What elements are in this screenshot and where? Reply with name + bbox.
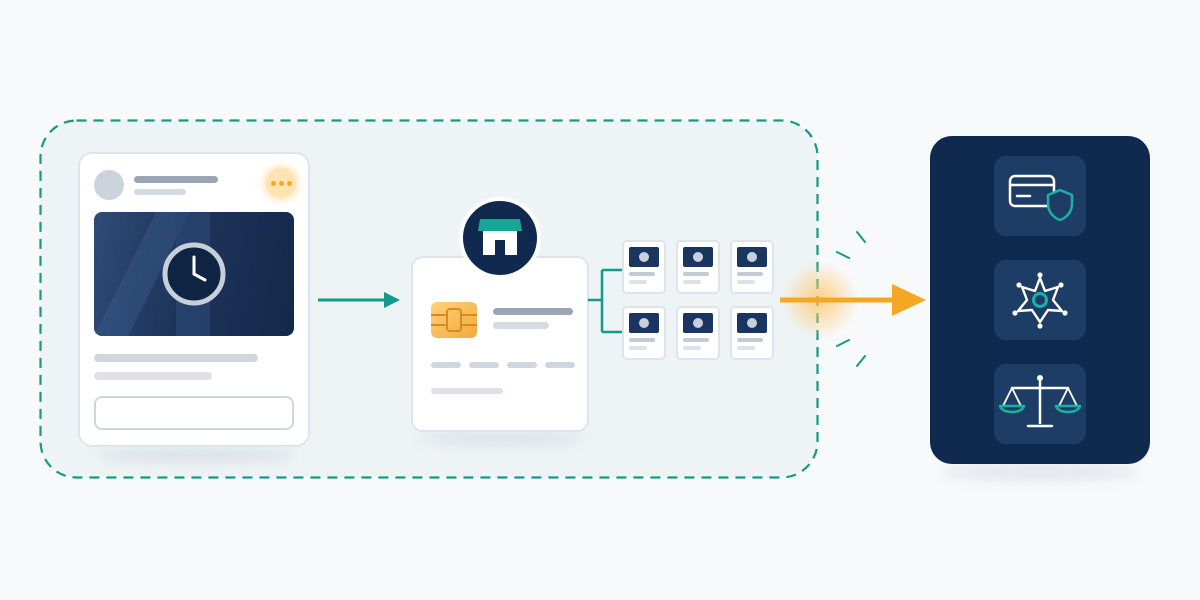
- glow-rays: [836, 231, 866, 367]
- teal-arrow: [318, 292, 400, 308]
- merchant-badge: [459, 197, 541, 279]
- social-post-card: [78, 152, 310, 447]
- mini-listing-card: [730, 240, 774, 294]
- mini-listing-card: [622, 306, 666, 360]
- card-chip-icon: [431, 302, 477, 338]
- ellipsis-icon[interactable]: [266, 168, 296, 198]
- merchant-name-line: [493, 308, 573, 315]
- post-media: [94, 212, 294, 336]
- authority-panel-shadow: [940, 464, 1140, 480]
- storefront-icon: [478, 219, 522, 255]
- post-author-line: [134, 176, 218, 183]
- clock-icon: [162, 242, 226, 306]
- mini-listing-card: [676, 306, 720, 360]
- post-text-line: [94, 354, 258, 362]
- orange-report-arrow: [780, 284, 926, 316]
- card-number-segment: [469, 362, 499, 368]
- authority-tile-law-enforcement: [994, 260, 1086, 340]
- post-text-line: [94, 372, 212, 380]
- justice-scale-icon: [998, 375, 1082, 428]
- authority-panel: [930, 136, 1150, 464]
- avatar: [94, 170, 124, 200]
- mini-listing-card: [622, 240, 666, 294]
- authority-tile-card-security: [994, 156, 1086, 236]
- payment-card-shadow: [420, 432, 584, 444]
- card-shield-icon: [1008, 174, 1074, 222]
- merchant-detail-line: [493, 322, 549, 329]
- post-meta-line: [134, 189, 186, 195]
- card-number-segment: [431, 362, 461, 368]
- card-number-segment: [545, 362, 575, 368]
- card-number-segment: [507, 362, 537, 368]
- police-badge-icon: [1012, 272, 1068, 329]
- payment-card: [411, 256, 589, 432]
- card-holder-line: [431, 388, 503, 394]
- post-action-button[interactable]: [94, 396, 294, 430]
- post-card-shadow: [96, 448, 296, 462]
- mini-listing-card: [730, 306, 774, 360]
- bracket-connector: [588, 268, 622, 334]
- mini-listing-card: [676, 240, 720, 294]
- authority-tile-legal: [994, 364, 1086, 444]
